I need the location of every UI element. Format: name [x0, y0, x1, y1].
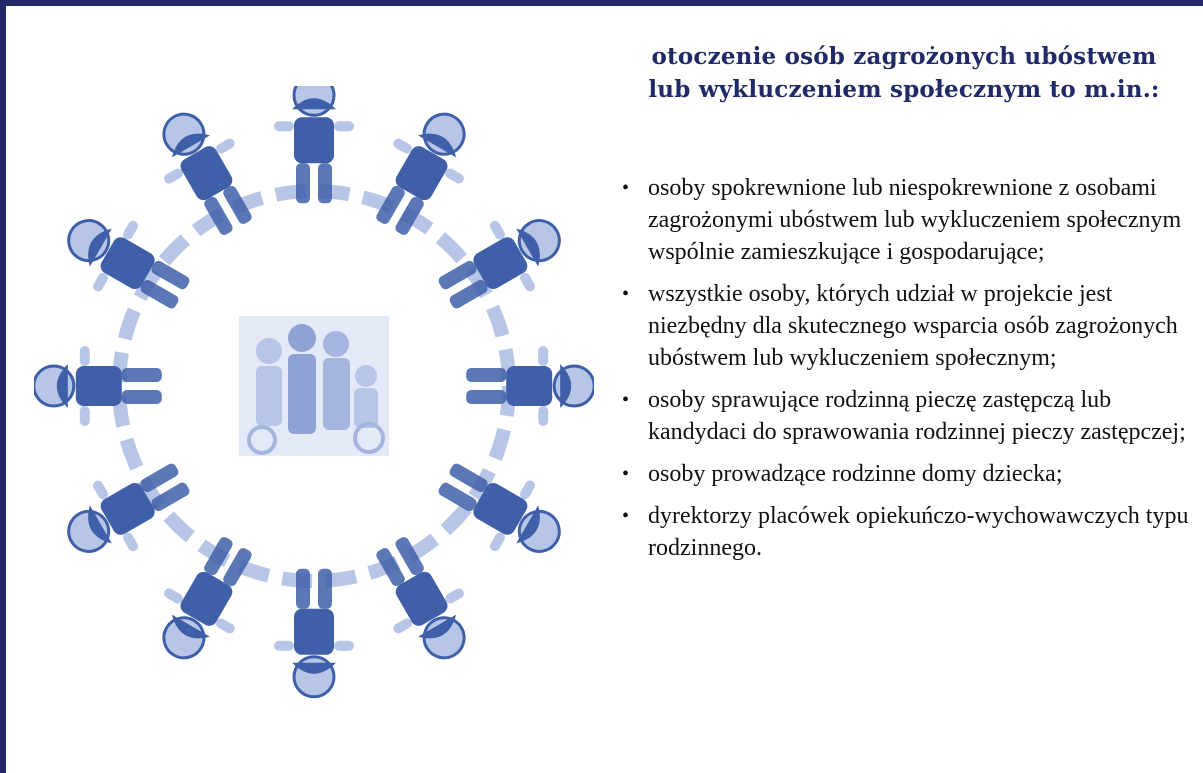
title-line-2: lub wykluczeniem społecznym to m.in.: — [648, 76, 1160, 103]
title-line-1: otoczenie osób zagrożonych ubóstwem — [651, 43, 1157, 70]
children-ring — [34, 86, 594, 699]
bullet-icon: • — [622, 389, 630, 411]
list-item: • dyrektorzy placówek opiekuńczo-wychowaw… — [618, 500, 1198, 564]
list-item-text: osoby spokrewnione lub niespokrewnione z… — [648, 175, 1182, 265]
child-figure — [162, 112, 252, 235]
child-figure — [466, 346, 594, 426]
child-figure — [274, 86, 354, 204]
bullet-list: • osoby spokrewnione lub niespokrewnione … — [618, 172, 1198, 574]
child-figure — [67, 219, 190, 309]
bullet-icon: • — [622, 177, 630, 199]
bullet-icon: • — [622, 463, 630, 485]
list-item: • osoby spokrewnione lub niespokrewnione … — [618, 172, 1198, 268]
slide-title: otoczenie osób zagrożonych ubóstwem lub … — [624, 40, 1184, 106]
list-item: • osoby prowadzące rodzinne domy dziecka; — [618, 458, 1198, 490]
child-figure — [67, 463, 190, 553]
child-figure — [438, 463, 561, 553]
bullet-icon: • — [622, 283, 630, 305]
child-figure — [438, 219, 561, 309]
child-figure — [274, 568, 354, 699]
bullet-icon: • — [622, 505, 630, 527]
list-item-text: osoby prowadzące rodzinne domy dziecka; — [648, 461, 1063, 487]
child-figure — [162, 537, 252, 660]
list-item: • osoby sprawujące rodzinną pieczę zastęp… — [618, 384, 1198, 448]
children-circle-illustration — [34, 86, 594, 699]
list-item: • wszystkie osoby, których udział w proje… — [618, 278, 1198, 374]
list-item-text: dyrektorzy placówek opiekuńczo-wychowawc… — [648, 503, 1189, 561]
center-group-figures — [239, 316, 389, 456]
child-figure — [376, 112, 466, 235]
list-item-text: osoby sprawujące rodzinną pieczę zastępc… — [648, 387, 1186, 445]
child-figure — [34, 346, 162, 426]
child-figure — [376, 537, 466, 660]
list-item-text: wszystkie osoby, których udział w projek… — [648, 281, 1178, 371]
